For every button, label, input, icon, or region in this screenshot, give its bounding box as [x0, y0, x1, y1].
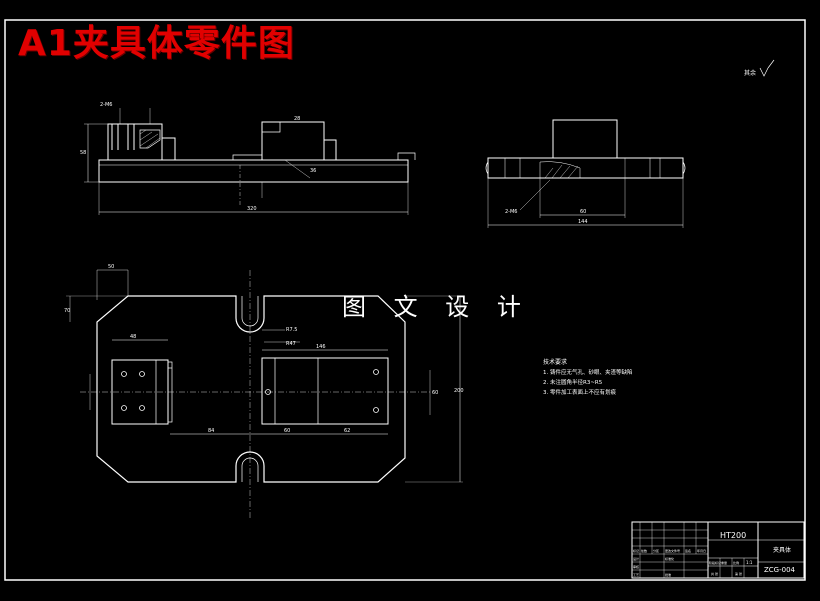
title-block-cell: 签名	[685, 548, 691, 553]
title-block-drawing-number: ZCG-004	[764, 566, 796, 574]
title-block-cell: 审核	[633, 564, 639, 569]
page-title: A1夹具体零件图	[18, 23, 295, 64]
dim-front-boss: 28	[294, 116, 300, 122]
title-block-cell: 工艺	[633, 572, 639, 577]
plan-holes	[121, 369, 379, 413]
title-block-cell: 设计	[633, 556, 639, 561]
drawing-frame	[4, 19, 806, 581]
dim-side-width: 144	[578, 219, 588, 225]
dim-plan-right: 60	[432, 390, 438, 396]
title-block-cell: 第 张	[735, 571, 742, 576]
title-block-cell: 阶段标记	[709, 560, 721, 565]
tech-req-item: 3. 零件加工表面上不应有划痕	[543, 388, 616, 396]
title-block-cell: 标准化	[665, 556, 674, 561]
dim-front-step: 36	[310, 168, 316, 174]
dim-plan-b: 60	[284, 428, 290, 434]
title-block-cell: 更改文件号	[665, 548, 680, 553]
dim-front-width: 320	[247, 206, 257, 212]
dim-plan-c: 62	[344, 428, 350, 434]
title-block-scale: 1:1	[746, 560, 753, 565]
dim-side-inner: 60	[580, 209, 586, 215]
title-block-cell: 共 张	[711, 571, 718, 576]
title-block-cell: 处数	[641, 548, 647, 553]
technical-requirements: 技术要求 1. 铸件应无气孔、砂眼、夹渣等缺陷 2. 未注圆角半径R3~R5 3…	[543, 358, 633, 396]
dim-plan-side: 70	[64, 308, 70, 314]
front-view	[84, 108, 416, 215]
dim-plan-a: 84	[208, 428, 214, 434]
dim-plan-slot: R7.5	[286, 327, 297, 333]
roughness-symbol: 其余	[744, 59, 775, 77]
dim-plan-height: 200	[454, 388, 464, 394]
watermark-text: 图 文 设 计	[342, 293, 531, 321]
title-block-cell: 重量	[721, 560, 727, 565]
title-block-cell: 比例	[733, 560, 739, 565]
title-block-cell: 标记	[633, 548, 639, 553]
title-block-cell: 分区	[653, 548, 659, 553]
title-block-cell: 批准	[665, 572, 671, 577]
dim-front-bolt: 2-M6	[100, 102, 112, 108]
tech-req-item: 1. 铸件应无气孔、砂眼、夹渣等缺陷	[543, 368, 633, 376]
dim-front-height: 58	[80, 150, 86, 156]
dim-plan-slot2: R47	[286, 341, 296, 347]
tech-req-title: 技术要求	[543, 358, 567, 366]
plan-view	[66, 269, 463, 520]
title-block-material: HT200	[720, 531, 746, 540]
side-view	[485, 119, 686, 228]
dim-side-hole: 2-M6	[505, 209, 517, 215]
title-block-cell: 年月日	[697, 548, 706, 553]
dim-plan-len: 146	[316, 344, 326, 350]
roughness-label: 其余	[744, 69, 756, 77]
title-block	[631, 521, 805, 579]
dim-plan-block: 48	[130, 334, 136, 340]
title-block-part-name: 夹具体	[773, 546, 791, 554]
dim-plan-top: 50	[108, 264, 114, 270]
tech-req-item: 2. 未注圆角半径R3~R5	[543, 378, 603, 386]
